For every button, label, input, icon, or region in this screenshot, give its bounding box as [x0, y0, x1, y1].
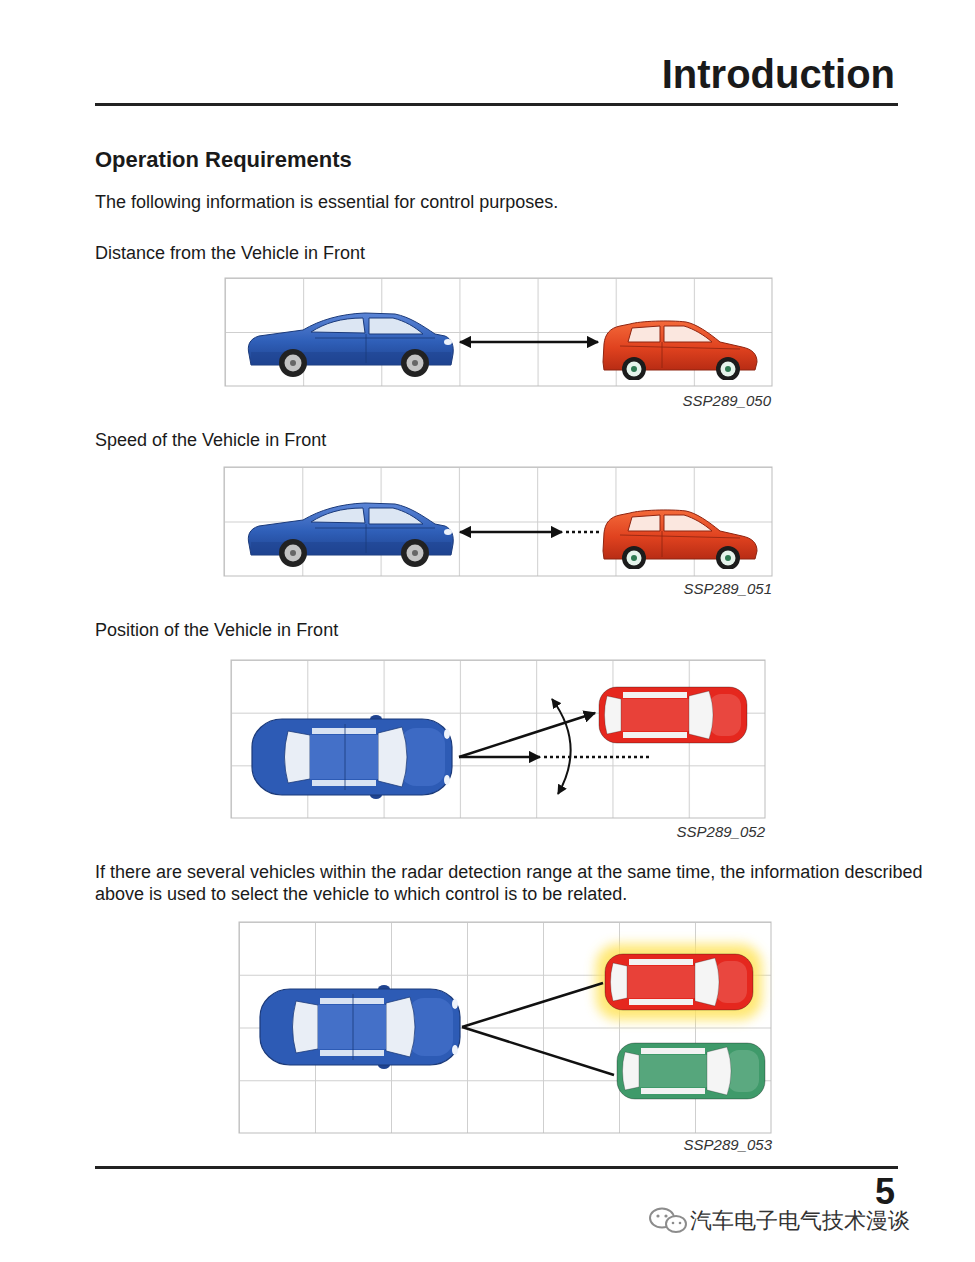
art-part: [656, 1214, 659, 1217]
red-hatchback: [603, 510, 757, 570]
header-rule: [95, 103, 898, 106]
watermark-slot: 汽车电子电气技术漫谈: [690, 1208, 910, 1234]
radar-beam: [462, 983, 603, 1027]
body-text: The following information is essential f…: [95, 191, 558, 213]
figure-heading-slot: Distance from the Vehicle in Front: [95, 242, 365, 264]
grid-panel: [225, 278, 772, 386]
watermark: 汽车电子电气技术漫谈: [690, 1208, 910, 1234]
dotted-axis: [544, 756, 650, 759]
figure-heading: Speed of the Vehicle in Front: [95, 429, 326, 451]
figure-heading-slot: Speed of the Vehicle in Front: [95, 429, 326, 451]
distance-arrow: [460, 341, 598, 344]
art-part: [672, 1222, 675, 1225]
blue-sedan: [260, 985, 460, 1069]
body-text-slot: The following information is essential f…: [95, 191, 558, 213]
red-hatchback: [603, 321, 757, 381]
page-title: Introduction: [662, 50, 895, 98]
page-number-slot: 5: [875, 1170, 895, 1213]
selection-glow: [596, 944, 762, 1020]
red-hatchback: [605, 954, 753, 1010]
grid-panel: [239, 922, 771, 1133]
speed-arrow: [460, 531, 562, 534]
page-title-slot: Introduction: [662, 50, 895, 98]
art-part: [664, 1214, 667, 1217]
blue-sedan: [248, 313, 453, 377]
figure-code-slot: SSP289_052: [677, 823, 765, 841]
dotted-extension: [566, 531, 600, 534]
figure-code-slot: SSP289_053: [684, 1136, 772, 1154]
figure-code: SSP289_052: [677, 823, 765, 841]
section-heading: Operation Requirements: [95, 147, 352, 173]
grid-panel: [231, 660, 765, 818]
figure-heading: Distance from the Vehicle in Front: [95, 242, 365, 264]
footer-rule: [95, 1166, 898, 1169]
angle-arrow: [459, 713, 595, 757]
figure-code: SSP289_053: [684, 1136, 772, 1154]
figure-code: SSP289_051: [684, 580, 772, 598]
blue-sedan: [252, 715, 452, 799]
red-hatchback: [599, 687, 747, 743]
figure-code-slot: SSP289_050: [683, 392, 771, 410]
art-part: [679, 1222, 682, 1225]
figure-heading: Position of the Vehicle in Front: [95, 619, 338, 641]
axis-arrow: [459, 756, 540, 759]
section-heading-slot: Operation Requirements: [95, 147, 352, 173]
angle-arc: [552, 699, 571, 794]
art-part: [666, 1216, 686, 1232]
page-number: 5: [875, 1170, 895, 1213]
body-text-slot: If there are several vehicles within the…: [95, 861, 930, 905]
body-text: If there are several vehicles within the…: [95, 861, 930, 905]
green-hatchback: [617, 1043, 765, 1099]
wechat-icon: [650, 1209, 686, 1233]
grid-panel: [224, 467, 772, 576]
figure-code: SSP289_050: [683, 392, 771, 410]
blue-sedan: [248, 503, 453, 567]
figure-code-slot: SSP289_051: [684, 580, 772, 598]
figure-heading-slot: Position of the Vehicle in Front: [95, 619, 338, 641]
radar-beam: [462, 1027, 614, 1075]
